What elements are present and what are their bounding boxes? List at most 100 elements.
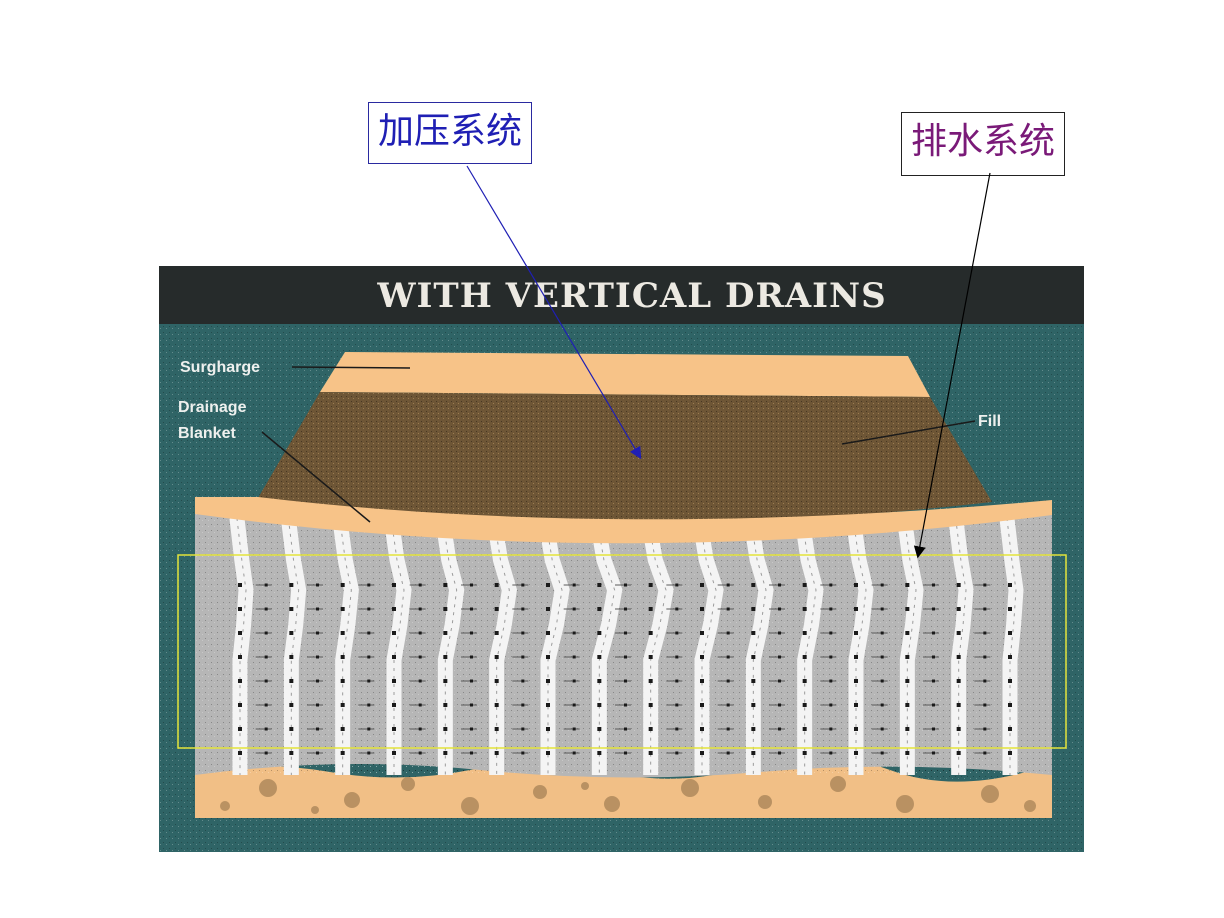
water-flow-dot — [1008, 607, 1012, 611]
flow-arrow-head — [418, 631, 422, 635]
fill-label: Fill — [978, 413, 1001, 430]
water-flow-dot — [700, 679, 704, 683]
flow-arrow-head — [624, 583, 627, 587]
flow-arrow-head — [418, 703, 422, 707]
water-flow-dot — [751, 703, 756, 707]
flow-arrow-head — [983, 607, 987, 611]
flow-arrow-head — [367, 607, 371, 611]
flow-arrow-head — [983, 631, 987, 635]
water-flow-dot — [546, 607, 550, 611]
water-flow-dot — [751, 679, 756, 683]
flow-arrow-head — [316, 751, 319, 755]
water-flow-dot — [546, 655, 550, 659]
vertical-drain-core — [594, 512, 616, 775]
water-flow-dot — [289, 583, 294, 587]
flow-arrow-head — [778, 583, 781, 587]
flow-arrow-head — [778, 631, 781, 635]
vertical-drain-core — [748, 512, 767, 775]
water-flow-dot — [648, 607, 653, 611]
flow-arrow-head — [316, 679, 319, 683]
water-flow-dot — [751, 631, 756, 635]
water-flow-dot — [648, 655, 653, 659]
vertical-drain-core — [286, 512, 300, 775]
flow-arrow-head — [880, 607, 884, 611]
vertical-drain-core — [646, 512, 667, 775]
water-flow-dot — [597, 751, 602, 755]
flow-arrow-head — [521, 751, 525, 755]
vertical-drain-core — [389, 512, 405, 775]
flow-arrow-head — [880, 751, 884, 755]
flow-arrow-head — [726, 703, 730, 707]
flow-arrow-head — [470, 679, 473, 683]
flow-arrow-head — [264, 751, 268, 755]
flow-arrow-head — [521, 655, 525, 659]
title-bar — [159, 266, 1084, 324]
flow-arrow-head — [367, 727, 371, 731]
flow-arrow-head — [470, 607, 473, 611]
flow-arrow-head — [572, 631, 576, 635]
water-flow-dot — [1008, 727, 1012, 731]
flow-arrow-head — [264, 607, 268, 611]
flow-arrow-head — [829, 703, 833, 707]
water-flow-dot — [1008, 655, 1012, 659]
flow-arrow-head — [624, 607, 627, 611]
flow-arrow-head — [572, 751, 576, 755]
water-flow-dot — [956, 679, 961, 683]
water-flow-dot — [956, 607, 961, 611]
flow-arrow-head — [572, 679, 576, 683]
water-flow-dot — [648, 727, 653, 731]
flow-arrow-head — [778, 655, 781, 659]
water-flow-dot — [392, 631, 396, 635]
flow-arrow-head — [624, 679, 627, 683]
flow-arrow-head — [418, 655, 422, 659]
water-flow-dot — [494, 751, 499, 755]
water-flow-dot — [392, 607, 396, 611]
water-flow-dot — [340, 751, 345, 755]
drainage-blanket-leader-line — [261, 431, 371, 523]
water-flow-dot — [340, 655, 345, 659]
flow-arrow-head — [675, 631, 679, 635]
flow-arrow-head — [726, 631, 730, 635]
vertical-drain-core — [338, 512, 352, 775]
flow-arrow-head — [675, 727, 679, 731]
flow-arrow-head — [521, 583, 525, 587]
water-flow-dot — [443, 703, 448, 707]
flow-arrow-head — [932, 655, 935, 659]
flow-arrow-head — [778, 727, 781, 731]
water-flow-dot — [751, 607, 756, 611]
drainage-blanket — [195, 497, 1052, 544]
flow-arrow-head — [880, 655, 884, 659]
water-flow-dot — [340, 583, 345, 587]
water-flow-dot — [1008, 751, 1012, 755]
water-flow-dot — [289, 679, 294, 683]
water-flow-dot — [392, 655, 396, 659]
water-flow-dot — [238, 751, 242, 755]
water-flow-dot — [392, 583, 396, 587]
flow-arrow-head — [316, 727, 319, 731]
flow-arrow-head — [932, 607, 935, 611]
water-flow-dot — [751, 655, 756, 659]
vertical-drains-group — [228, 512, 1024, 775]
vertical-drain-core — [851, 512, 867, 775]
water-flow-dot — [700, 703, 704, 707]
water-flow-dot — [700, 631, 704, 635]
flow-arrow-head — [521, 727, 525, 731]
flow-arrow-head — [316, 703, 319, 707]
water-flow-dot — [340, 631, 345, 635]
flow-arrow-head — [880, 679, 884, 683]
flow-arrow-head — [983, 583, 987, 587]
water-flow-dot — [700, 727, 704, 731]
flow-arrow-head — [367, 655, 371, 659]
flow-arrow-head — [470, 727, 473, 731]
flow-arrow-head — [316, 583, 319, 587]
vertical-drain-core — [543, 512, 563, 775]
surcharge-label: Surgharge — [180, 359, 260, 376]
water-flow-dot — [751, 583, 756, 587]
flow-arrow-head — [264, 655, 268, 659]
vertical-drain-core — [800, 512, 817, 775]
flow-arrow-head — [829, 583, 833, 587]
water-flow-dot — [546, 679, 550, 683]
water-flow-dot — [494, 583, 499, 587]
flow-arrow-head — [983, 679, 987, 683]
water-flow-dot — [238, 607, 242, 611]
